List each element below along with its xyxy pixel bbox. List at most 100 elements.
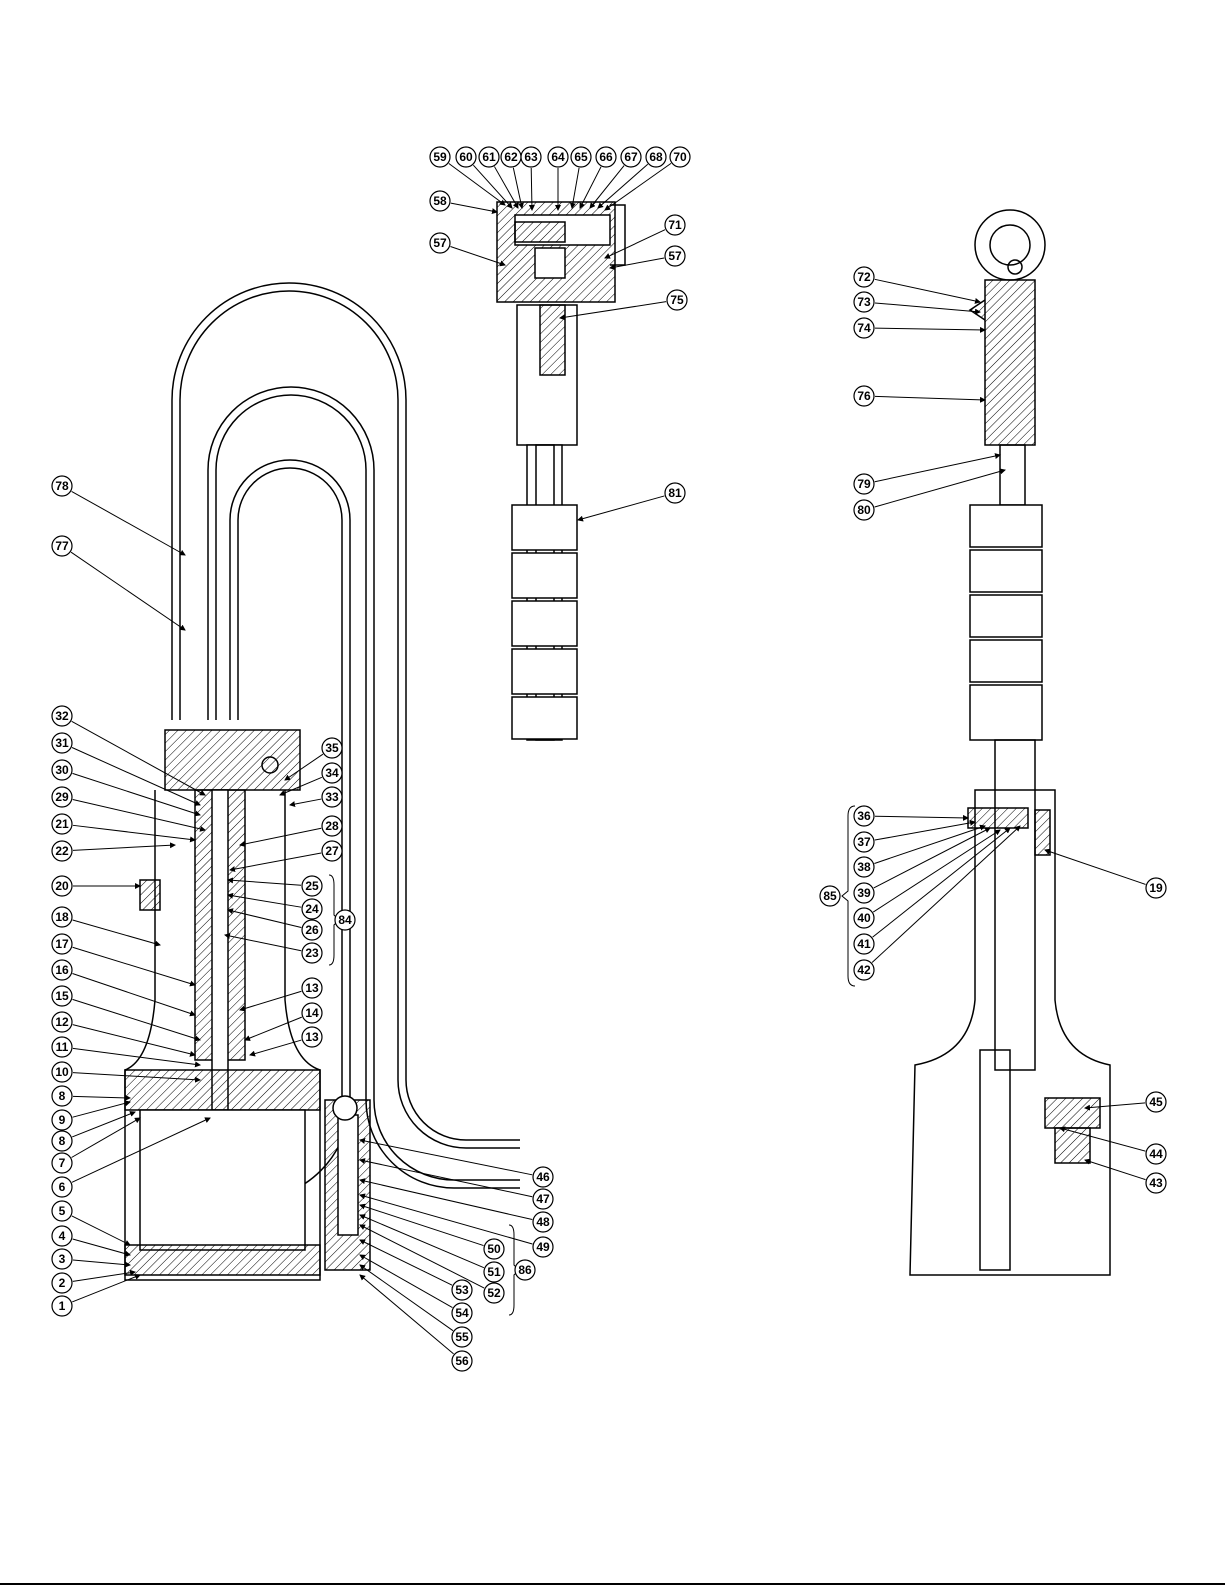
callout-circle [51, 813, 73, 835]
callout-circle [301, 942, 323, 964]
leader-line [359, 1264, 454, 1332]
leader-line [579, 166, 602, 209]
callout-49: 49 [532, 1236, 554, 1258]
callout-number: 19 [1149, 881, 1163, 895]
callout-72: 72 [853, 266, 875, 288]
callout-number: 63 [524, 150, 538, 164]
callout-number: 65 [574, 150, 588, 164]
leader-line [559, 301, 667, 321]
callout-circle [51, 906, 73, 928]
callout-74: 74 [853, 317, 875, 339]
callout-number: 36 [857, 809, 871, 823]
callout-36: 36 [853, 805, 875, 827]
leader-line [450, 202, 498, 214]
callout-number: 67 [624, 150, 638, 164]
leader-line [71, 1215, 131, 1246]
callout-27: 27 [321, 840, 343, 862]
callout-29: 29 [51, 786, 73, 808]
callout-circle [455, 146, 477, 168]
callout-number: 39 [857, 886, 871, 900]
callout-number: 84 [338, 913, 352, 927]
callout-26: 26 [301, 919, 323, 941]
callout-number: 57 [433, 236, 447, 250]
callout-number: 3 [59, 1252, 66, 1266]
callout-81: 81 [664, 482, 686, 504]
callout-circle [853, 473, 875, 495]
leader-line [249, 1039, 302, 1057]
callout-circle [853, 959, 875, 981]
callout-circle [321, 815, 343, 837]
callout-number: 85 [823, 889, 837, 903]
leader-line [72, 973, 196, 1017]
callout-number: 44 [1149, 1147, 1163, 1161]
callout-number: 10 [55, 1065, 69, 1079]
callout-76: 76 [853, 385, 875, 407]
callout-circle [532, 1188, 554, 1210]
callout-circle [853, 805, 875, 827]
callout-circle [429, 146, 451, 168]
callout-number: 49 [536, 1240, 550, 1254]
callout-10: 10 [51, 1061, 73, 1083]
callout-2: 2 [51, 1272, 73, 1294]
leader-line [874, 814, 969, 821]
callout-circle [451, 1326, 473, 1348]
leader-lines [70, 162, 1146, 1355]
callout-circle [51, 786, 73, 808]
callout-circle [51, 1248, 73, 1270]
leader-line [72, 1259, 131, 1268]
callout-number: 41 [857, 937, 871, 951]
callout-circle [301, 919, 323, 941]
callout-12: 12 [51, 1011, 73, 1033]
leader-line [227, 908, 302, 928]
callout-number: 22 [55, 844, 69, 858]
callout-68: 68 [645, 146, 667, 168]
callout-63: 63 [520, 146, 542, 168]
callout-39: 39 [853, 882, 875, 904]
leader-line [224, 933, 302, 952]
callout-circle [51, 1200, 73, 1222]
callout-circle [334, 909, 356, 931]
callout-13: 13 [301, 1026, 323, 1048]
leader-line [359, 1178, 533, 1221]
callout-75: 75 [666, 289, 688, 311]
callout-5: 5 [51, 1200, 73, 1222]
callout-34: 34 [321, 762, 343, 784]
leader-line [71, 720, 206, 796]
leader-line [72, 1274, 141, 1303]
callout-circle [853, 317, 875, 339]
callout-number: 2 [59, 1276, 66, 1290]
callout-circle [51, 985, 73, 1007]
callout-78: 78 [51, 475, 73, 497]
callout-number: 13 [305, 981, 319, 995]
callout-circle [853, 266, 875, 288]
leader-line [1084, 1158, 1146, 1181]
callout-circle [51, 475, 73, 497]
leader-line [72, 842, 176, 851]
leader-line [569, 167, 580, 209]
leader-line [528, 167, 535, 211]
leader-line [359, 1214, 485, 1269]
callout-number: 23 [305, 946, 319, 960]
pump-body-section [124, 729, 371, 1281]
leader-line [359, 1193, 533, 1245]
leader-line [71, 1117, 141, 1158]
callout-circle [321, 762, 343, 784]
callout-number: 24 [305, 902, 319, 916]
callout-number: 75 [670, 293, 684, 307]
callout-number: 61 [482, 150, 496, 164]
leader-line [72, 998, 201, 1042]
leader-line [874, 278, 981, 304]
callout-number: 33 [325, 790, 339, 804]
callout-11: 11 [51, 1036, 73, 1058]
callout-24: 24 [301, 898, 323, 920]
callout-25: 25 [301, 875, 323, 897]
leader-line [604, 162, 672, 211]
callout-circle [301, 875, 323, 897]
leader-line [72, 1072, 201, 1083]
callout-47: 47 [532, 1188, 554, 1210]
leader-line [284, 753, 324, 781]
callout-number: 12 [55, 1015, 69, 1029]
callout-circle [51, 1109, 73, 1131]
callout-8: 8 [51, 1130, 73, 1152]
